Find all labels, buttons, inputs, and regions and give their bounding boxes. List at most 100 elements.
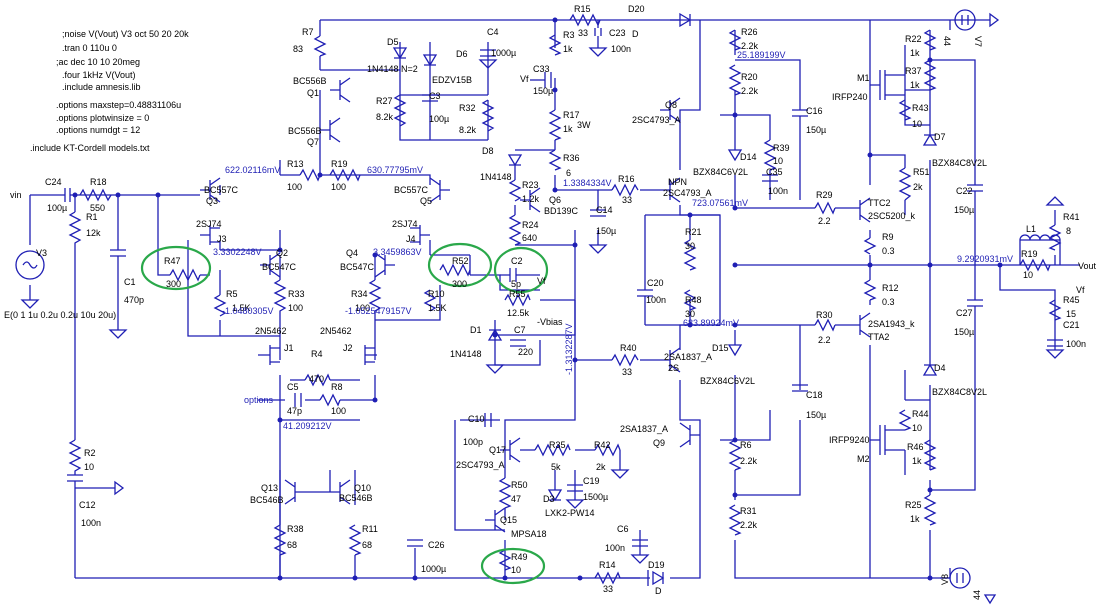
r47-symbol [169, 268, 201, 282]
r30-ref: R30 [816, 310, 833, 320]
node-v-rail: 25.189199V [737, 50, 786, 60]
r50-val: 47 [511, 494, 521, 504]
r16-symbol [611, 183, 639, 197]
c4-symbol [480, 49, 496, 57]
c14-symbol [590, 209, 606, 217]
c19-ref: C19 [583, 476, 600, 486]
d5-ref: D5 [387, 37, 399, 47]
d5-val: 1N4148 N=2 [367, 64, 418, 74]
r42-symbol [594, 443, 621, 457]
pnp-ref: 2S [668, 363, 679, 373]
c16-val: 150µ [806, 125, 826, 135]
r46-ref: R46 [907, 442, 924, 452]
r10-symbol [423, 289, 437, 312]
r9-val: 0.3 [882, 246, 895, 256]
r39-ref: R39 [773, 143, 790, 153]
ground-v8 [983, 594, 997, 605]
v8-ref: V8 [940, 574, 950, 585]
r10-val: 1.5K [428, 303, 447, 313]
q1-symbol [330, 77, 351, 103]
c4-val: 1000µ [491, 48, 516, 58]
d15-val: BZX84C6V2L [700, 376, 755, 386]
node-v-r34: -1.0525479157V [345, 306, 412, 316]
directive-ac: ;ac dec 10 10 20meg [56, 57, 140, 67]
node-v-vbias: -1.3132287V [564, 323, 574, 375]
node-v-driver-top: 723.07561mV [692, 198, 748, 208]
r17-symbol [548, 109, 562, 141]
q7-part: BC556B [288, 126, 322, 136]
node-voltages: 622.02116mV 630.77795mV 3.3302248V 3.345… [213, 50, 1013, 431]
r43-ref: R43 [912, 103, 929, 113]
r49-val: 10 [511, 565, 521, 575]
v3-source [15, 250, 45, 280]
r37-val: 1k [910, 80, 920, 90]
j2-ref: J2 [343, 343, 353, 353]
q3-symbol [200, 177, 221, 203]
r37-ref: R37 [905, 66, 922, 76]
q13-symbol [284, 479, 310, 505]
directive-maxstep: .options maxstep=0.48831106u [56, 100, 181, 110]
r6-symbol [728, 439, 742, 471]
c33-symbol [544, 72, 552, 88]
r1-symbol [68, 211, 82, 252]
d15-symbol [727, 344, 743, 357]
q4-ref: Q4 [346, 248, 358, 258]
r7-symbol [313, 35, 327, 57]
j3-symbol [200, 225, 220, 245]
q3-ref: Q3 [206, 196, 218, 206]
r34-ref: R34 [351, 289, 368, 299]
c18-symbol [792, 384, 808, 392]
npn-ref: NPN [668, 177, 687, 187]
r33-symbol [273, 279, 287, 320]
directive-noise: ;noise V(Vout) V3 oct 50 20 20k [62, 29, 189, 39]
r21-val: 30 [685, 241, 695, 251]
v3-ref: V3 [36, 248, 47, 258]
d8-val: 1N4148 [480, 172, 512, 182]
r31-symbol [728, 504, 742, 536]
q13-part: BC546B [250, 495, 284, 505]
c27-ref: C27 [956, 308, 973, 318]
node-v-r19: 630.77795mV [367, 165, 423, 175]
m2-symbol [870, 425, 905, 455]
tta2-symbol [855, 312, 871, 338]
v8-value: 44 [972, 590, 982, 600]
q9-symbol [679, 422, 700, 448]
c7-val: 220 [518, 347, 533, 357]
r27-val: 8.2k [376, 112, 394, 122]
d3-ref: D3 [543, 494, 555, 504]
r21-ref: R21 [685, 227, 702, 237]
c10-symbol [484, 413, 492, 427]
node-v-vas: 1.3384334V [563, 178, 612, 188]
c5-symbol [294, 393, 302, 407]
c6-val: 100n [605, 543, 625, 553]
m1-symbol [870, 70, 905, 100]
npn-part: 2SC4793_A [663, 188, 712, 198]
j2-part: 2N5462 [320, 326, 352, 336]
c19-val: 1500µ [583, 492, 608, 502]
component-labels: C24 100µ R18 550 R1 12k C1 470p R47 300 … [45, 4, 1086, 596]
j3-part: 2SJ74 [196, 219, 222, 229]
r34-val: 100 [355, 303, 370, 313]
r35-val: 5k [551, 462, 561, 472]
q4-symbol [374, 252, 395, 278]
d6-symbol [422, 54, 438, 67]
c24-ref: C24 [45, 177, 62, 187]
r26-ref: R26 [741, 27, 758, 37]
ttc2-ref: TTC2 [868, 198, 891, 208]
q3-part: BC557C [204, 185, 239, 195]
q15-part: MPSA18 [511, 529, 547, 539]
node-v-driver-bottom: 683.89924mV [683, 318, 739, 328]
r19-symbol [329, 168, 361, 182]
ground-c23 [588, 47, 608, 57]
j4-part: 2SJ74 [392, 219, 418, 229]
r2-ref: R2 [84, 448, 96, 458]
q5-symbol [429, 177, 450, 203]
wires [29, 19, 1080, 579]
d14-symbol [727, 149, 743, 162]
r45-ref: R45 [1063, 295, 1080, 305]
r16-ref: R16 [618, 174, 635, 184]
c23-symbol [594, 20, 602, 48]
r2-val: 10 [84, 462, 94, 472]
r1-val: 12k [86, 228, 101, 238]
d7-ref: D7 [934, 132, 946, 142]
